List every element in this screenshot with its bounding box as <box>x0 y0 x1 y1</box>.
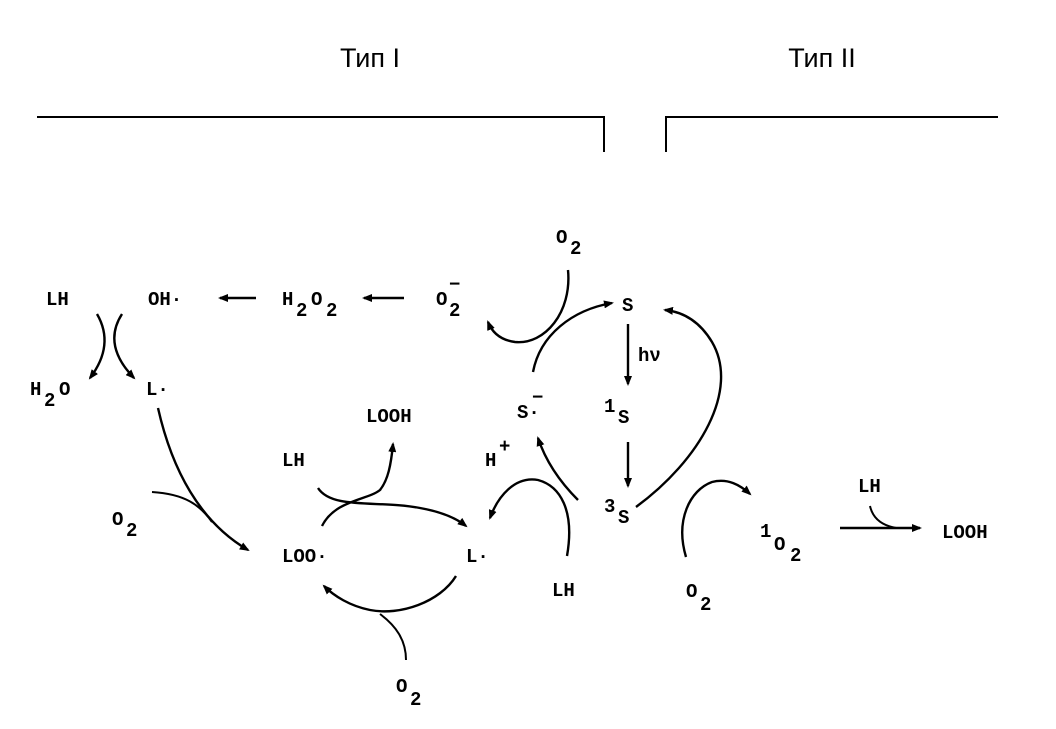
svg-text:S: S <box>618 507 629 529</box>
type-1-label: Тип I <box>340 43 400 73</box>
svg-text:H: H <box>30 379 41 401</box>
svg-text:2: 2 <box>790 545 801 567</box>
water: H 2 O <box>30 379 70 412</box>
o2-bottom-join <box>379 613 407 661</box>
svg-text:O: O <box>436 289 447 311</box>
peroxyl-radical: LOO· <box>282 546 328 568</box>
svg-text:2: 2 <box>700 594 711 616</box>
proton: H + <box>485 436 510 472</box>
svg-text:2: 2 <box>570 238 581 260</box>
svg-text:O: O <box>59 379 70 401</box>
arrow-oh-to-lradical <box>113 313 136 380</box>
h2o2: H 2 O 2 <box>282 289 337 322</box>
sensitizer-radical-anion: S· − <box>517 387 543 424</box>
svg-text:S: S <box>618 407 629 429</box>
lh-right: LH <box>858 476 881 498</box>
arrow-lh-to-lradical <box>488 478 571 557</box>
arrow-loo-to-looh <box>320 442 397 527</box>
reaction-arrows <box>88 269 922 661</box>
lh-right-join <box>869 505 897 529</box>
arrow-lh-to-h2o <box>88 313 106 380</box>
svg-text:−: − <box>449 274 460 296</box>
type-2-label: Тип II <box>788 43 856 73</box>
svg-text:O: O <box>686 581 697 603</box>
looh-right: LOOH <box>942 522 988 544</box>
arrow-triplet-to-sradical <box>536 436 579 501</box>
svg-text:H: H <box>282 289 293 311</box>
singlet-sensitizer: 1 S <box>604 396 629 429</box>
arrow-o2-to-superoxide <box>486 269 570 344</box>
arrow-triplet-to-s <box>635 306 723 508</box>
svg-text:S·: S· <box>517 402 540 424</box>
oxygen-bottom-right: O 2 <box>686 581 711 616</box>
svg-text:O: O <box>311 289 322 311</box>
svg-text:2: 2 <box>410 689 421 711</box>
svg-text:2: 2 <box>44 390 55 412</box>
svg-text:2: 2 <box>326 300 337 322</box>
lh-middle: LH <box>282 450 305 472</box>
svg-text:O: O <box>112 509 123 531</box>
oxygen-bottom: O 2 <box>396 676 421 711</box>
svg-text:1: 1 <box>604 396 615 418</box>
sensitizer-ground: S <box>622 295 633 317</box>
svg-text:−: − <box>532 387 543 409</box>
oxygen-left: O 2 <box>112 509 137 542</box>
o2-left-join <box>151 491 213 523</box>
arrow-lh-to-lradical-middle <box>316 487 468 528</box>
svg-text:O: O <box>774 534 785 556</box>
superoxide: O 2 − <box>436 274 460 322</box>
svg-text:+: + <box>499 436 510 458</box>
svg-text:1: 1 <box>760 521 771 543</box>
arrow-lradical-to-loo <box>156 407 250 552</box>
oh-radical: OH· <box>148 289 182 311</box>
lh-bottom: LH <box>552 580 575 602</box>
oxygen-top: O 2 <box>556 227 581 260</box>
svg-text:H: H <box>485 450 496 472</box>
lipid-radical-middle: L· <box>466 546 489 568</box>
arrow-lradical-to-loo-bottom <box>322 575 458 613</box>
type-2-bracket <box>665 116 998 152</box>
singlet-oxygen: 1 O 2 <box>760 521 801 567</box>
svg-text:O: O <box>396 676 407 698</box>
arrow-o2-to-singlet-oxygen <box>681 479 752 558</box>
type-1-bracket <box>37 116 605 152</box>
triplet-sensitizer: 3 S <box>604 496 629 529</box>
lh-top-left: LH <box>46 289 69 311</box>
svg-text:3: 3 <box>604 496 615 518</box>
hv-label: hν <box>638 345 661 367</box>
svg-text:2: 2 <box>449 300 460 322</box>
svg-text:O: O <box>556 227 567 249</box>
arrow-sradical-to-s <box>531 300 614 373</box>
svg-text:2: 2 <box>296 300 307 322</box>
lipid-radical-top: L· <box>146 379 169 401</box>
looh-middle: LOOH <box>366 406 412 428</box>
svg-text:2: 2 <box>126 520 137 542</box>
